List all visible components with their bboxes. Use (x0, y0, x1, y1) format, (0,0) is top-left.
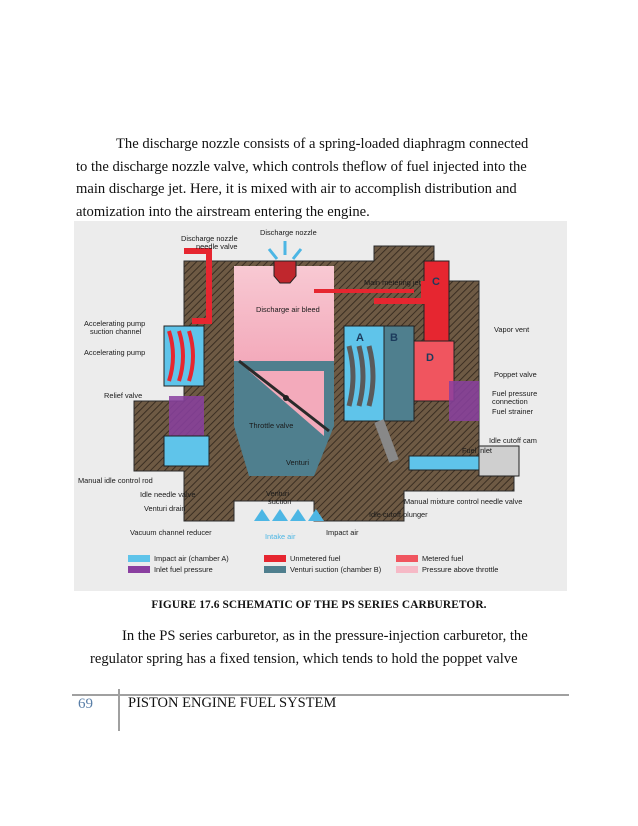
legend-swatch-venturi-suction (264, 566, 286, 573)
p1-line-1: The discharge nozzle consists of a sprin… (116, 136, 529, 152)
label-venturi-drain: Venturi drain (144, 504, 186, 513)
chamber-d-letter: D (426, 352, 434, 364)
legend-swatch-impact-air (128, 555, 150, 562)
footer-title: PISTON ENGINE FUEL SYSTEM (128, 695, 337, 711)
intake-air-arrows (254, 509, 324, 521)
legend-label-metered-fuel: Metered fuel (422, 554, 463, 563)
label-venturi-suction: Venturi (266, 489, 289, 498)
legend-swatch-inlet-fuel (128, 566, 150, 573)
p1-line-4: atomization into the airstream entering … (76, 203, 370, 220)
legend-swatch-pressure-above-throttle (396, 566, 418, 573)
label-accel-pump-suction-2: suction channel (90, 327, 142, 336)
label-intake-air: Intake air (265, 532, 296, 541)
legend-label-venturi-suction: Venturi suction (chamber B) (290, 565, 381, 574)
label-accel-pump-suction: Accelerating pump (84, 319, 145, 328)
legend-label-impact-air: Impact air (chamber A) (154, 554, 229, 563)
label-discharge-nozzle: Discharge nozzle (260, 228, 317, 237)
figure-caption: FIGURE 17.6 SCHEMATIC OF THE PS SERIES C… (151, 599, 487, 611)
p1-line-3: main discharge jet. Here, it is mixed wi… (76, 181, 517, 198)
label-idle-cutoff-cam: Idle cutoff cam (489, 436, 537, 445)
label-discharge-nozzle-needle-valve: Discharge nozzle (181, 234, 238, 243)
label-idle-needle-valve: Idle needle valve (140, 490, 195, 499)
label-fuel-inlet: Fuel inlet (462, 446, 492, 455)
footer-divider (118, 689, 120, 731)
body-paragraph-2: In the PS series carburetor, as in the p… (76, 625, 566, 670)
label-fuel-pressure-connection-2: connection (492, 397, 528, 406)
body-paragraph-1: The discharge nozzle consists of a sprin… (76, 133, 562, 223)
label-idle-cutoff-plunger: Idle cutoff plunger (369, 510, 428, 519)
label-venturi-suction-2: suction (268, 497, 291, 506)
legend-swatch-unmetered-fuel (264, 555, 286, 562)
legend-swatch-metered-fuel (396, 555, 418, 562)
legend-label-inlet-fuel: Inlet fuel pressure (154, 565, 213, 574)
chamber-b (383, 325, 415, 422)
label-impact-air: Impact air (326, 528, 359, 537)
carburetor-schematic-figure: A B C D Discharge nozzle needle valve Di… (74, 221, 567, 591)
chamber-a-letter: A (356, 332, 364, 344)
p2-line-1: In the PS series carburetor, as in the p… (122, 628, 528, 644)
p1-line-2: to the discharge nozzle valve, which con… (76, 158, 527, 175)
discharge-nozzle-shape (273, 260, 297, 284)
label-manual-mixture-control-needle-valve: Manual mixture control needle valve (404, 497, 522, 506)
label-relief-valve: Relief valve (104, 391, 142, 400)
carburetor-schematic: A B C D Discharge nozzle needle valve Di… (78, 228, 537, 574)
chamber-d (413, 340, 455, 402)
chamber-b-letter: B (390, 332, 398, 344)
label-accelerating-pump: Accelerating pump (84, 348, 145, 357)
p2-line-2: regulator spring has a fixed tension, wh… (90, 650, 518, 667)
label-throttle-valve: Throttle valve (249, 421, 293, 430)
label-discharge-air-bleed: Discharge air bleed (256, 305, 320, 314)
label-poppet-valve: Poppet valve (494, 370, 537, 379)
page-number: 69 (78, 696, 93, 712)
label-discharge-nozzle-needle-valve-2: needle valve (196, 242, 238, 251)
label-vapor-vent: Vapor vent (494, 325, 529, 334)
label-manual-idle-control-rod: Manual idle control rod (78, 476, 153, 485)
legend: Impact air (chamber A) Inlet fuel pressu… (128, 554, 498, 574)
label-venturi: Venturi (286, 458, 309, 467)
footer-rule (72, 694, 569, 696)
legend-label-unmetered-fuel: Unmetered fuel (290, 554, 341, 563)
chamber-c-letter: C (432, 276, 440, 288)
label-main-metering-jet: Main metering jet (364, 278, 421, 287)
chamber-c (423, 260, 450, 342)
legend-label-pressure-above-throttle: Pressure above throttle (422, 565, 498, 574)
label-fuel-pressure-connection: Fuel pressure (492, 389, 537, 398)
label-vacuum-channel-reducer: Vacuum channel reducer (130, 528, 212, 537)
label-fuel-strainer: Fuel strainer (492, 407, 534, 416)
